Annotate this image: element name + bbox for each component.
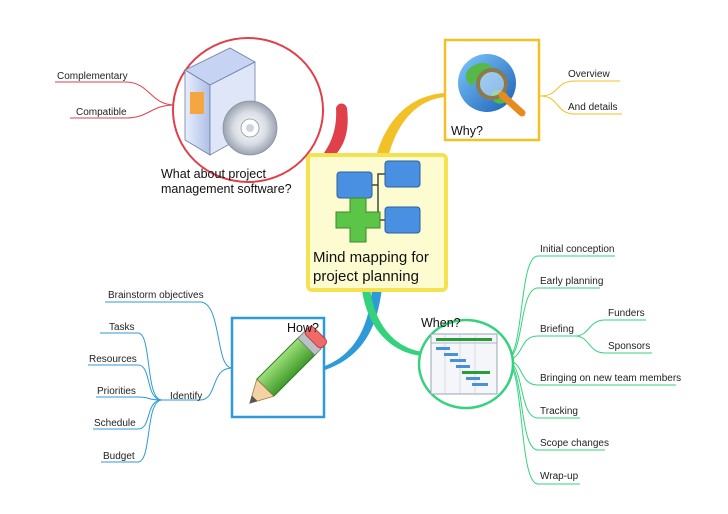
- central-title-line2: project planning: [313, 268, 419, 285]
- connector-initial-conception: [504, 255, 615, 361]
- gantt-chart-icon: [430, 333, 498, 395]
- connector-identify: [162, 367, 233, 401]
- topic-overview[interactable]: Overview: [568, 69, 610, 80]
- topic-wrap-up[interactable]: Wrap-up: [540, 471, 579, 482]
- connector-schedule: [93, 399, 163, 430]
- when-node[interactable]: [417, 318, 515, 410]
- connector-sponsors: [574, 335, 652, 354]
- how-node[interactable]: [230, 316, 328, 419]
- topic-schedule[interactable]: Schedule: [94, 418, 136, 429]
- topic-scope-changes[interactable]: Scope changes: [540, 438, 609, 449]
- branch-when: [362, 288, 425, 356]
- connector-compatible: [70, 104, 176, 119]
- topic-budget[interactable]: Budget: [103, 451, 135, 462]
- connector-tasks: [100, 332, 163, 401]
- why-label: Why?: [451, 124, 483, 138]
- topic-bringing-on-new-team-members[interactable]: Bringing on new team members: [540, 373, 682, 384]
- topic-identify[interactable]: Identify: [170, 391, 203, 402]
- globe-magnifier-icon: [458, 54, 526, 117]
- software-box-icon: [184, 47, 278, 156]
- software-node[interactable]: [172, 0, 324, 183]
- how-label: How?: [287, 321, 319, 335]
- topic-tracking[interactable]: Tracking: [540, 406, 578, 417]
- when-label: When?: [421, 316, 461, 330]
- connector-priorities: [96, 396, 163, 401]
- branch-why: [375, 93, 445, 162]
- why-node[interactable]: [443, 38, 541, 142]
- software-title-line1: What about project: [161, 167, 266, 181]
- flowchart-add-icon: [335, 160, 421, 243]
- topic-initial-conception[interactable]: Initial conception: [540, 244, 615, 255]
- software-title-line2: management software?: [161, 182, 292, 196]
- topic-funders[interactable]: Funders: [608, 308, 645, 319]
- connector-budget: [101, 399, 163, 463]
- topic-compatible[interactable]: Compatible: [76, 107, 127, 118]
- topic-tasks[interactable]: Tasks: [109, 322, 135, 333]
- topic-priorities[interactable]: Priorities: [97, 386, 136, 397]
- connector-and-details: [539, 95, 622, 115]
- topic-sponsors[interactable]: Sponsors: [608, 341, 651, 352]
- branch-how: [325, 288, 382, 370]
- central-node[interactable]: [306, 153, 448, 292]
- connector-funders: [574, 319, 646, 337]
- topic-complementary[interactable]: Complementary: [57, 71, 128, 82]
- topic-brainstorm-objectives[interactable]: Brainstorm objectives: [108, 290, 204, 301]
- branch-software: [308, 103, 348, 175]
- connector-resources: [88, 364, 163, 401]
- connector-brainstorm: [105, 301, 233, 369]
- connector-overview: [539, 80, 620, 97]
- topic-early-planning[interactable]: Early planning: [540, 276, 604, 287]
- topic-briefing[interactable]: Briefing: [540, 324, 574, 335]
- connector-complementary: [55, 81, 176, 106]
- connector-briefing: [504, 335, 575, 361]
- topic-and-details[interactable]: And details: [568, 102, 618, 113]
- central-title-line1: Mind mapping for: [313, 249, 429, 266]
- pencil-icon: [249, 326, 327, 404]
- topic-resources[interactable]: Resources: [89, 354, 137, 365]
